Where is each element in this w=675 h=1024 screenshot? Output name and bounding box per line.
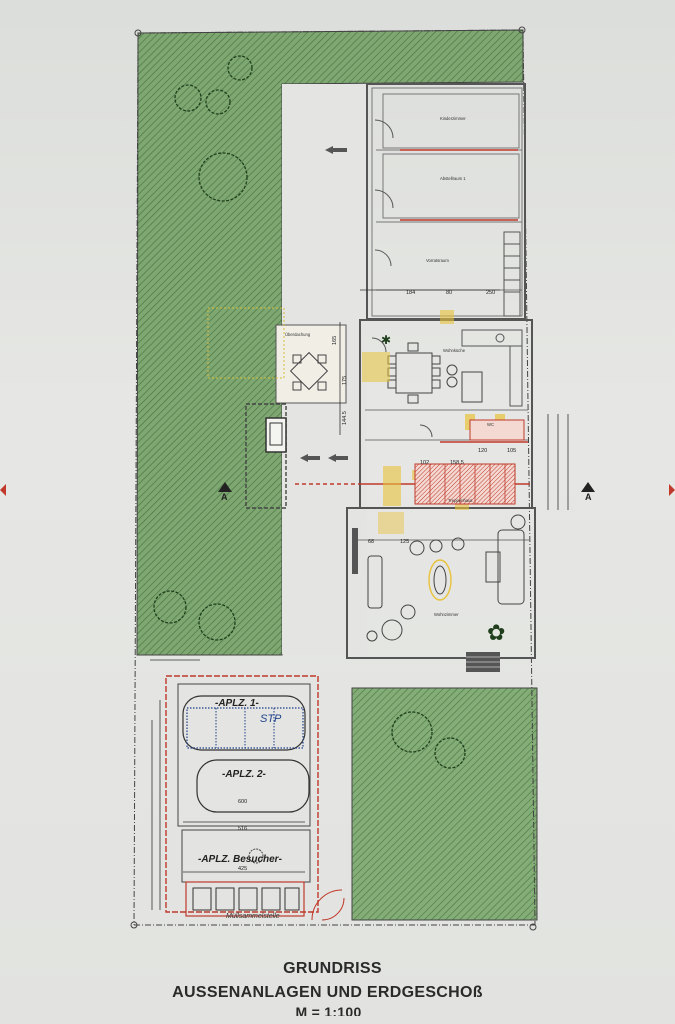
dim-144-5: 144.5 xyxy=(342,411,348,425)
room-label-wc: WC xyxy=(487,422,494,427)
parking-dimension-lines xyxy=(150,659,305,910)
drawing-subtitle: AUSSENANLAGEN UND ERDGESCHOß xyxy=(172,984,483,1001)
dim-105: 105 xyxy=(507,448,516,454)
room-label-terrace: Überdachung xyxy=(285,332,311,337)
parking-label-2: -APLZ. 2- xyxy=(222,769,267,780)
living-furniture xyxy=(366,514,526,642)
section-markers: A A xyxy=(0,482,675,502)
room-label-stairs: Treppenhaus xyxy=(448,498,473,503)
property-boundary xyxy=(133,29,536,926)
wc-room xyxy=(469,419,525,441)
dim-120: 120 xyxy=(478,448,487,454)
room-label-3: Vorratsraum xyxy=(426,258,449,263)
parking-area xyxy=(165,675,345,921)
section-label-right: A xyxy=(585,492,592,502)
dimension-lines-right xyxy=(339,289,569,510)
dim-165: 165 xyxy=(332,336,338,345)
room-label-1: Kinderzimmer xyxy=(440,116,466,121)
lawn-area-south xyxy=(351,687,538,921)
drawing-scale: M = 1:100 xyxy=(295,1004,362,1016)
room-label-living: Wohnzimmer xyxy=(434,612,459,617)
parking-label-stp: STP xyxy=(260,713,282,725)
room-label-2: Abstellraum 1 xyxy=(440,176,466,181)
dim-184: 184 xyxy=(406,290,415,296)
dim-425: 425 xyxy=(238,866,247,872)
dining-table xyxy=(387,342,483,404)
dim-158-5: 158.5 xyxy=(450,460,464,466)
cabinets xyxy=(461,231,523,407)
dim-102: 102 xyxy=(420,460,429,466)
dim-125: 125 xyxy=(400,539,409,545)
drawing-title-block: GRUNDRISS AUSSENANLAGEN UND ERDGESCHOß M… xyxy=(0,960,675,1016)
dim-175: 175 xyxy=(342,376,348,385)
section-label-left: A xyxy=(221,492,228,502)
dim-600: 600 xyxy=(238,799,247,805)
dim-68: 68 xyxy=(368,539,374,545)
bins-label: Müllsammelstelle xyxy=(226,913,280,920)
room-label-kitchen: Wohnküche xyxy=(443,348,466,353)
plant-icon-2: ✿ xyxy=(487,620,505,645)
plant-icon: ✱ xyxy=(381,333,391,347)
drawing-title: GRUNDRISS xyxy=(283,960,382,977)
pergola-outline xyxy=(207,307,285,379)
dim-516: 516 xyxy=(238,826,247,832)
tree-symbols xyxy=(153,55,466,769)
dim-80: 80 xyxy=(446,290,452,296)
terrace-area xyxy=(275,324,347,404)
parking-label-visitor: -APLZ. Besucher- xyxy=(198,854,283,865)
dim-250: 250 xyxy=(486,290,495,296)
parking-label-1: -APLZ. 1- xyxy=(215,698,260,709)
staircase xyxy=(414,463,516,505)
entry-arrows xyxy=(300,146,348,462)
